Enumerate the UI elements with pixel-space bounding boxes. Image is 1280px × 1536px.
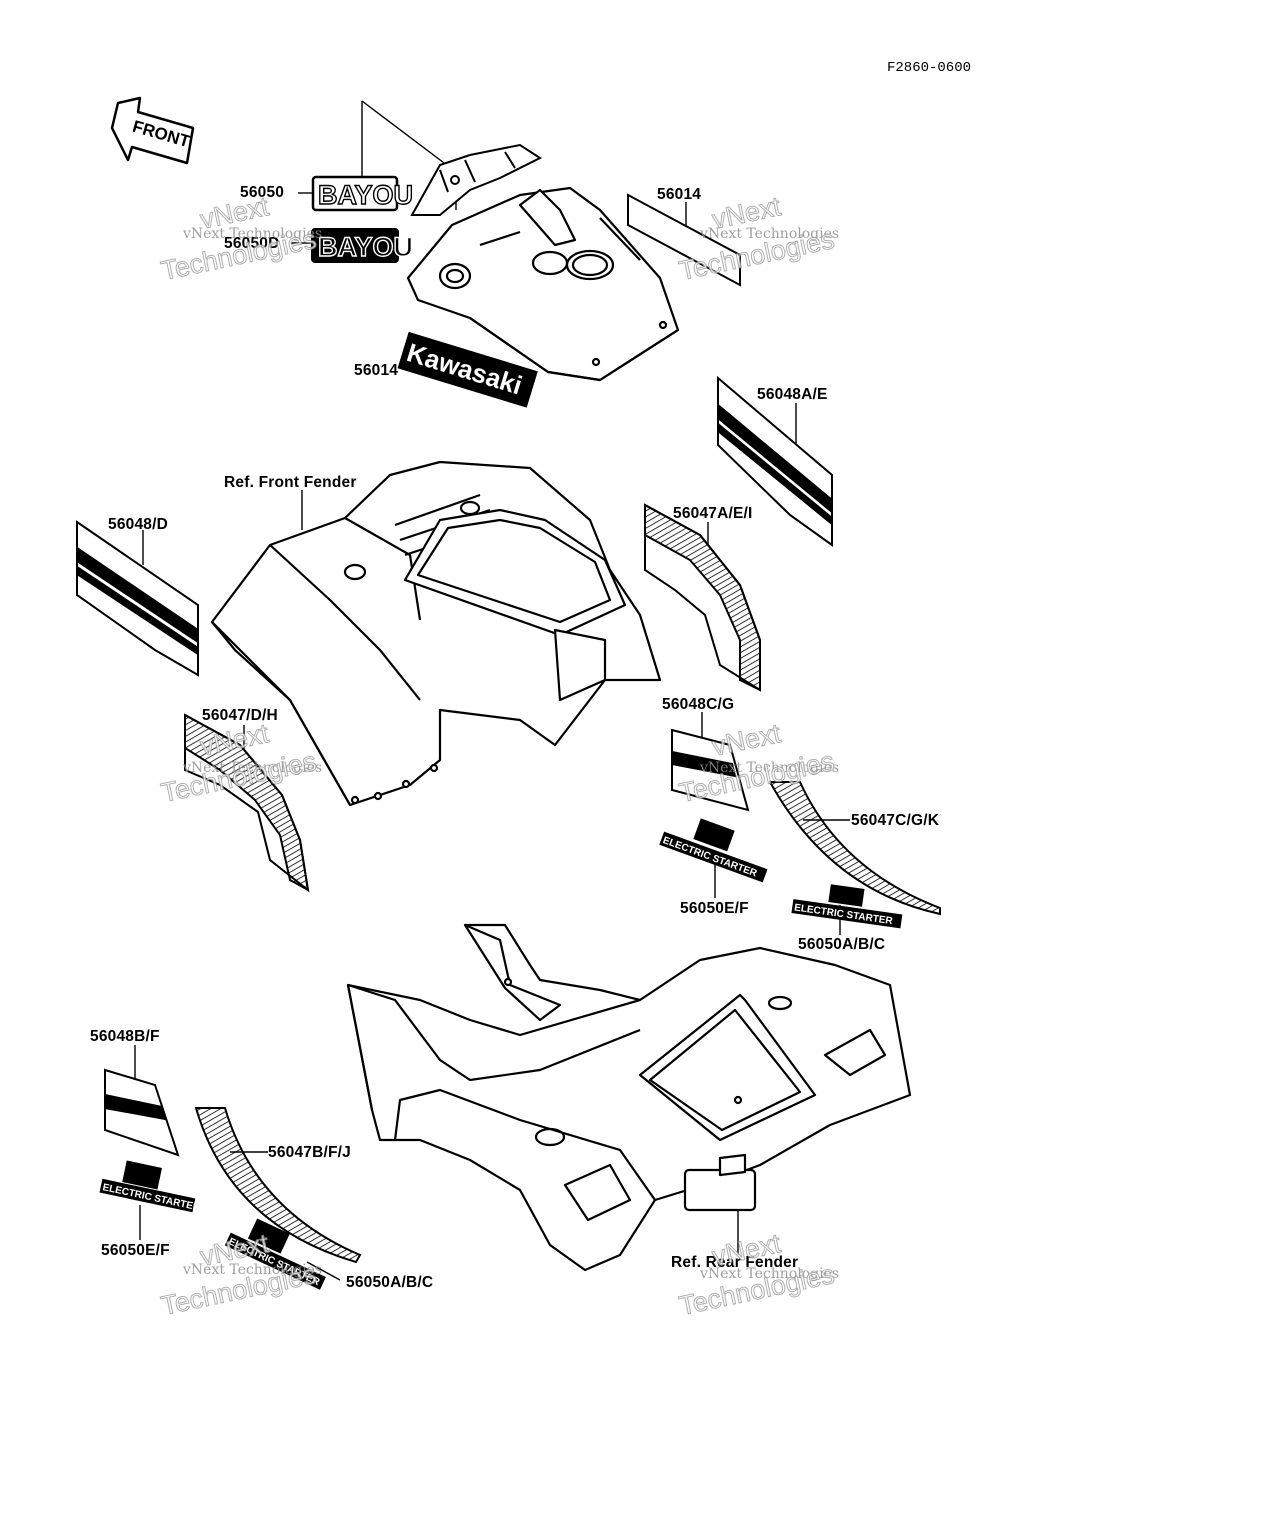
label-56047a-e-i: 56047A/E/I — [673, 505, 753, 522]
svg-text:ELECTRIC STARTER: ELECTRIC STARTER — [793, 902, 894, 927]
label-56050e-f-top: 56050E/F — [680, 900, 749, 917]
watermark-text: vNext Technologies — [700, 1266, 840, 1282]
svg-text:BAYOU: BAYOU — [318, 180, 413, 210]
label-56047c-g-k: 56047C/G/K — [851, 812, 940, 829]
drawing-number: F2860-0600 — [887, 60, 972, 76]
label-56047-d-h: 56047/D/H — [202, 707, 278, 724]
front-cover — [406, 186, 680, 382]
decal-56047b-f-j — [194, 1107, 362, 1264]
label-56014-mid: 56014 — [354, 362, 399, 379]
decal-56048-d — [76, 520, 199, 677]
label-56050a-b-c-top: 56050A/B/C — [798, 936, 886, 953]
decal-56047-d-h — [184, 713, 310, 893]
label-56050a-b-c-bottom: 56050A/B/C — [346, 1274, 434, 1291]
watermark-text: vNext Technologies — [183, 1262, 323, 1278]
label-56048b-f: 56048B/F — [90, 1028, 160, 1045]
label-56050d: 56050D — [224, 235, 280, 252]
watermark-text: vNext Technologies — [183, 226, 323, 242]
label-ref-rear-fender: Ref. Rear Fender — [671, 1254, 799, 1271]
decal-56048c-g — [671, 728, 750, 812]
label-56050e-f-bottom: 56050E/F — [101, 1242, 170, 1259]
label-ref-front-fender: Ref. Front Fender — [224, 474, 357, 491]
watermark-text: vNext Technologies — [183, 760, 323, 776]
headlight-bracket — [410, 143, 543, 216]
svg-text:Kawasaki: Kawasaki — [404, 337, 526, 400]
svg-text:BAYOU: BAYOU — [318, 232, 413, 262]
decal-56047c-g-k — [768, 781, 941, 916]
label-56048c-g: 56048C/G — [662, 696, 735, 713]
decal-56048b-f — [104, 1068, 180, 1157]
electric-starter-decal-upper: ELECTRIC STARTER — [659, 818, 768, 883]
decal-56048a-e — [717, 375, 833, 547]
label-56050: 56050 — [240, 184, 285, 201]
electric-starter-decal-lower-left: ELECTRIC STARTER — [99, 1160, 202, 1214]
rear-fender — [346, 923, 912, 1272]
decal-56014-strip — [627, 193, 741, 287]
bayou-decal-outline: BAYOU — [311, 175, 414, 212]
watermark-text: vNext Technologies — [700, 226, 840, 242]
bayou-decal-black: BAYOU — [311, 228, 414, 263]
watermark-text: vNext Technologies — [700, 760, 840, 776]
label-56014-top: 56014 — [657, 186, 702, 203]
label-56048-d: 56048/D — [108, 516, 169, 533]
front-fender — [210, 460, 662, 807]
label-56047b-f-j: 56047B/F/J — [268, 1144, 351, 1161]
front-arrow-icon: FRONT — [110, 96, 195, 165]
label-56048a-e: 56048A/E — [757, 386, 828, 403]
decal-56047a-e-i — [644, 503, 761, 692]
